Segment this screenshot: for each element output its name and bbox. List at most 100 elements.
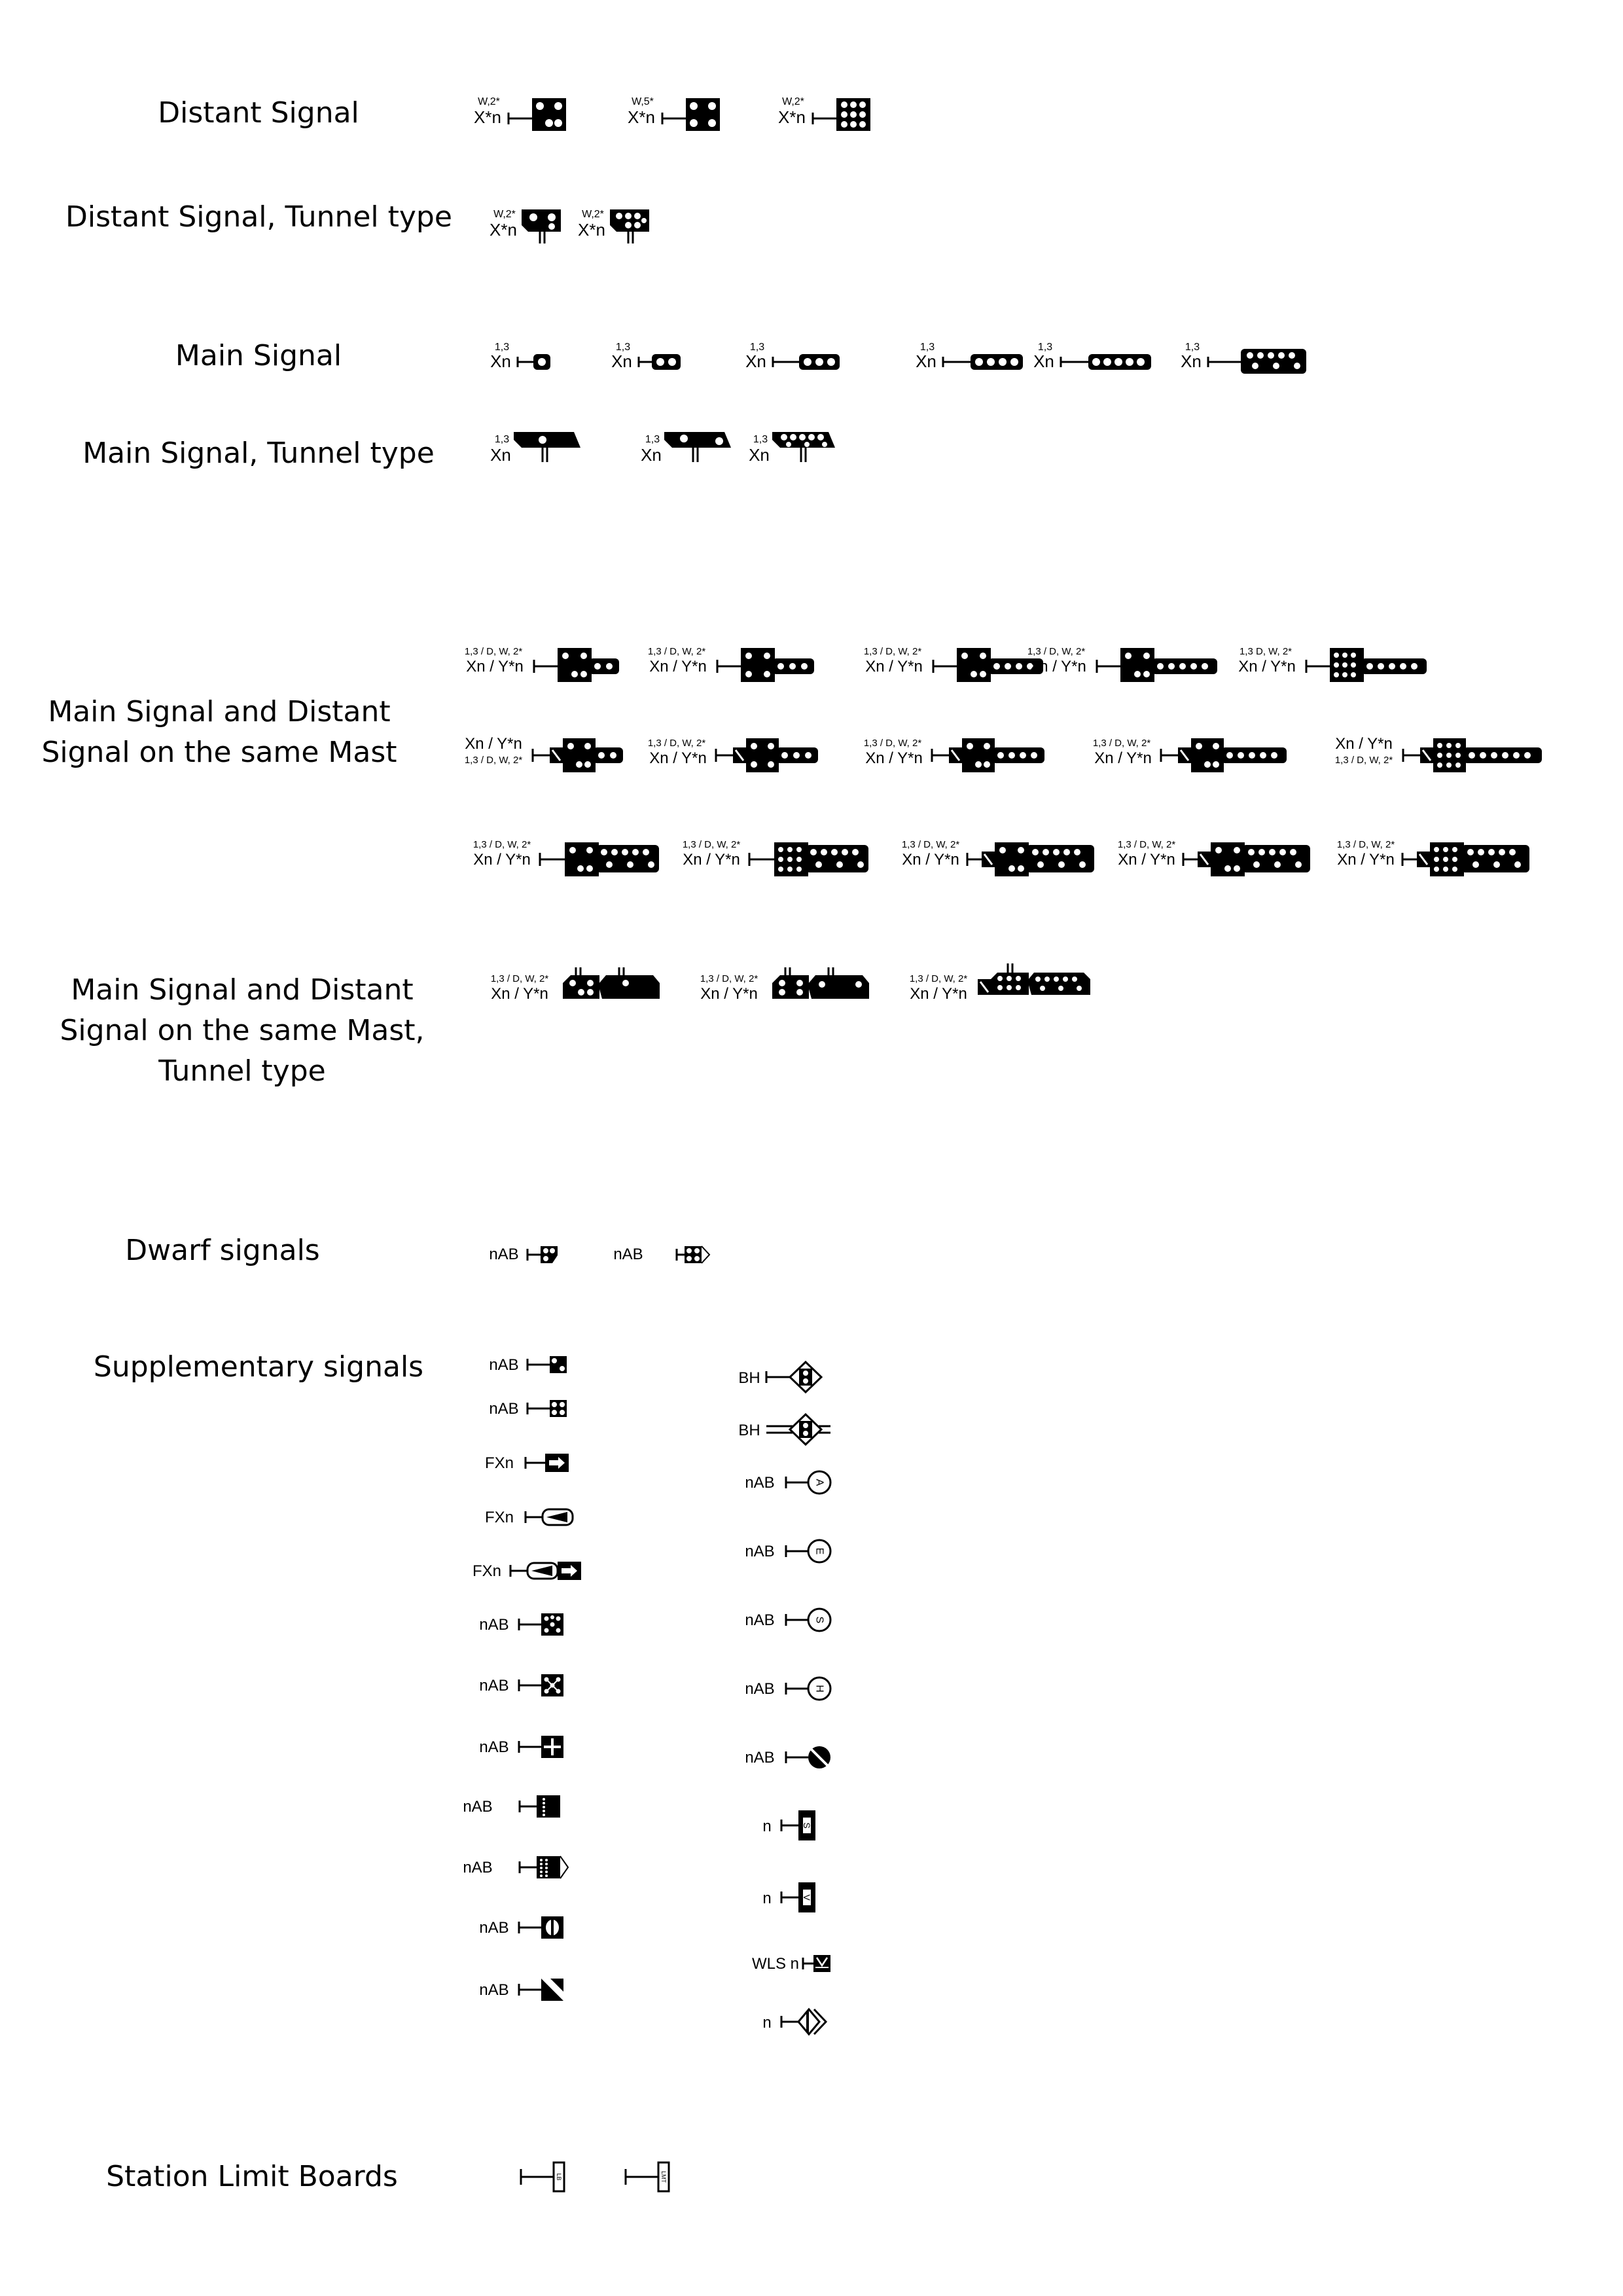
- supplementary-right-symbol-9: n V: [753, 1878, 851, 1918]
- signal-name-label: n: [762, 2014, 771, 2032]
- supplementary-right-symbol-5: nAB S: [736, 1604, 847, 1636]
- supplementary-left-symbol-4: FXn: [474, 1501, 592, 1534]
- signal-aspect-label: 1,3: [616, 342, 630, 353]
- signal-name-label: nAB: [489, 1400, 518, 1418]
- main-signal-symbol-2: 1,3 Xn: [609, 337, 700, 376]
- supplementary-right-symbol-7: nAB: [736, 1741, 847, 1774]
- signal-aspect-label: W,2*: [478, 96, 500, 107]
- combined-signal-row1-symbol-2: 1,3 / D, W, 2* Xn / Y*n: [641, 641, 818, 687]
- signal-aspect-label: W,2*: [582, 209, 604, 220]
- combined-tunnel-signal-symbol-2: 1,3 / D, W, 2* Xn / Y*n: [687, 962, 877, 1008]
- signal-name-label: Xn / Y*n: [865, 658, 923, 675]
- signal-aspect-label: 1,3 / D, W, 2*: [1093, 738, 1151, 749]
- main-tunnel-signal-symbol-3: 1,3 Xn: [746, 425, 844, 478]
- heading-combined-line-1: Main Signal and Distant: [48, 695, 391, 728]
- signal-aspect-label: 1,3 / D, W, 2*: [1027, 646, 1086, 657]
- heading-distant-signal: Distant Signal: [158, 96, 359, 130]
- signal-aspect-label: 1,3 / D, W, 2*: [683, 839, 741, 850]
- signal-aspect-label: 1,3: [495, 434, 509, 445]
- signal-name-label: nAB: [479, 1981, 508, 1999]
- signal-aspect-label: 1,3 / D, W, 2*: [1118, 839, 1176, 850]
- combined-tunnel-signal-symbol-1: 1,3 / D, W, 2* Xn / Y*n: [478, 962, 668, 1008]
- combined-signal-row1-symbol-4: 1,3 / D, W, 2* Xn / Y*n: [1021, 641, 1224, 687]
- signal-name-label: nAB: [489, 1246, 518, 1263]
- combined-signal-row2-symbol-5: Xn / Y*n 1,3 / D, W, 2*: [1329, 733, 1551, 779]
- signal-aspect-label: 1,3: [1038, 342, 1052, 353]
- signal-name-label: X*n: [578, 220, 605, 240]
- sign-letter: S: [802, 1822, 812, 1828]
- supplementary-left-symbol-7: nAB: [468, 1669, 586, 1702]
- combined-signal-row1-symbol-3: 1,3 / D, W, 2* Xn / Y*n: [857, 641, 1047, 687]
- signal-aspect-label: 1,3 / D, W, 2*: [465, 755, 523, 766]
- signal-aspect-label: 1,3 / D, W, 2*: [910, 973, 968, 984]
- combined-signal-row3-symbol-4: 1,3 / D, W, 2* Xn / Y*n: [1113, 834, 1322, 880]
- signal-aspect-label: 1,3: [750, 342, 764, 353]
- signal-name-label: Xn / Y*n: [473, 851, 531, 869]
- combined-signal-row3-symbol-5: 1,3 / D, W, 2* Xn / Y*n: [1332, 834, 1541, 880]
- signal-aspect-label: 1,3 / D, W, 2*: [1335, 755, 1393, 766]
- signal-name-label: nAB: [463, 1798, 492, 1816]
- signal-name-label: Xn: [749, 445, 770, 465]
- combined-signal-row2-symbol-3: 1,3 / D, W, 2* Xn / Y*n: [857, 733, 1054, 779]
- signal-name-label: Xn / Y*n: [1094, 749, 1152, 767]
- heading-supplementary-signals: Supplementary signals: [93, 1350, 424, 1384]
- signal-name-label: Xn: [916, 351, 936, 371]
- combined-signal-row2-symbol-4: 1,3 / D, W, 2* Xn / Y*n: [1086, 733, 1296, 779]
- circle-letter: H: [814, 1685, 825, 1693]
- signal-aspect-label: 1,3 / D, W, 2*: [648, 738, 706, 749]
- combined-signal-row3-symbol-1: 1,3 / D, W, 2* Xn / Y*n: [468, 834, 664, 880]
- signal-name-label: Xn / Y*n: [491, 985, 548, 1003]
- heading-dwarf-signals: Dwarf signals: [125, 1234, 320, 1267]
- signal-name-label: Xn / Y*n: [865, 749, 923, 767]
- combined-signal-row1-symbol-1: 1,3 / D, W, 2* Xn / Y*n: [458, 641, 622, 687]
- signal-aspect-label: 1,3 / D, W, 2*: [491, 973, 549, 984]
- supplementary-left-symbol-5: FXn: [465, 1554, 596, 1587]
- signal-name-label: WLS n: [752, 1955, 799, 1973]
- signal-name-label: Xn / Y*n: [465, 735, 522, 753]
- supplementary-left-symbol-12: nAB: [468, 1973, 586, 2006]
- signal-name-label: nAB: [745, 1474, 774, 1492]
- combined-signal-row2-symbol-2: 1,3 / D, W, 2* Xn / Y*n: [641, 733, 831, 779]
- signal-name-label: Xn / Y*n: [1335, 735, 1393, 753]
- signal-name-label: Xn / Y*n: [1238, 658, 1296, 675]
- signal-name-label: BH: [738, 1422, 760, 1439]
- distant-signal-symbol-2: W,5* X*n: [622, 92, 746, 137]
- signal-name-label: n: [762, 1818, 771, 1835]
- distant-tunnel-signal-symbol-1: W,2* X*n: [488, 203, 573, 249]
- supplementary-left-symbol-11: nAB: [468, 1911, 586, 1944]
- sign-letter: V: [802, 1894, 812, 1901]
- distant-signal-symbol-1: W,2* X*n: [468, 92, 592, 137]
- main-signal-symbol-4: 1,3 Xn: [913, 337, 1031, 376]
- heading-combined-signal: Main Signal and Distant Signal on the sa…: [33, 692, 406, 773]
- heading-combined-tunnel-line-2: Signal on the same Mast,: [60, 1014, 425, 1047]
- signal-aspect-label: 1,3 D, W, 2*: [1240, 646, 1292, 657]
- signal-aspect-label: 1,3: [920, 342, 935, 353]
- heading-combined-signal-tunnel: Main Signal and Distant Signal on the sa…: [52, 970, 432, 1092]
- combined-signal-row3-symbol-2: 1,3 / D, W, 2* Xn / Y*n: [677, 834, 874, 880]
- signal-aspect-label: W,2*: [782, 96, 804, 107]
- signal-name-label: FXn: [485, 1454, 514, 1472]
- signal-name-label: Xn / Y*n: [700, 985, 758, 1003]
- signal-name-label: FXn: [473, 1562, 501, 1580]
- signal-name-label: X*n: [490, 220, 517, 240]
- signal-name-label: Xn: [745, 351, 766, 371]
- signal-aspect-label: W,5*: [632, 96, 654, 107]
- dwarf-signal-symbol-2: nAB: [609, 1237, 713, 1270]
- combined-tunnel-signal-symbol-3: 1,3 / D, W, 2* Xn / Y*n: [897, 956, 1106, 1003]
- supplementary-right-symbol-3: nAB A: [736, 1466, 847, 1499]
- signal-name-label: Xn / Y*n: [902, 851, 959, 869]
- heading-distant-signal-tunnel: Distant Signal, Tunnel type: [65, 200, 452, 234]
- signal-name-label: Xn / Y*n: [1337, 851, 1395, 869]
- supplementary-left-symbol-1: nAB: [478, 1348, 589, 1381]
- supplementary-left-symbol-10: nAB: [458, 1851, 582, 1884]
- signal-name-label: Xn / Y*n: [1118, 851, 1175, 869]
- signal-aspect-label: 1,3 / D, W, 2*: [648, 646, 706, 657]
- supplementary-right-symbol-11: n: [753, 2003, 851, 2042]
- signal-aspect-label: 1,3: [645, 434, 660, 445]
- distant-signal-symbol-3: W,2* X*n: [772, 92, 897, 137]
- signal-name-label: nAB: [489, 1356, 518, 1374]
- signal-aspect-label: 1,3: [753, 434, 768, 445]
- signal-name-label: X*n: [628, 107, 655, 127]
- signal-name-label: nAB: [745, 1749, 774, 1767]
- supplementary-left-symbol-3: FXn: [474, 1446, 592, 1479]
